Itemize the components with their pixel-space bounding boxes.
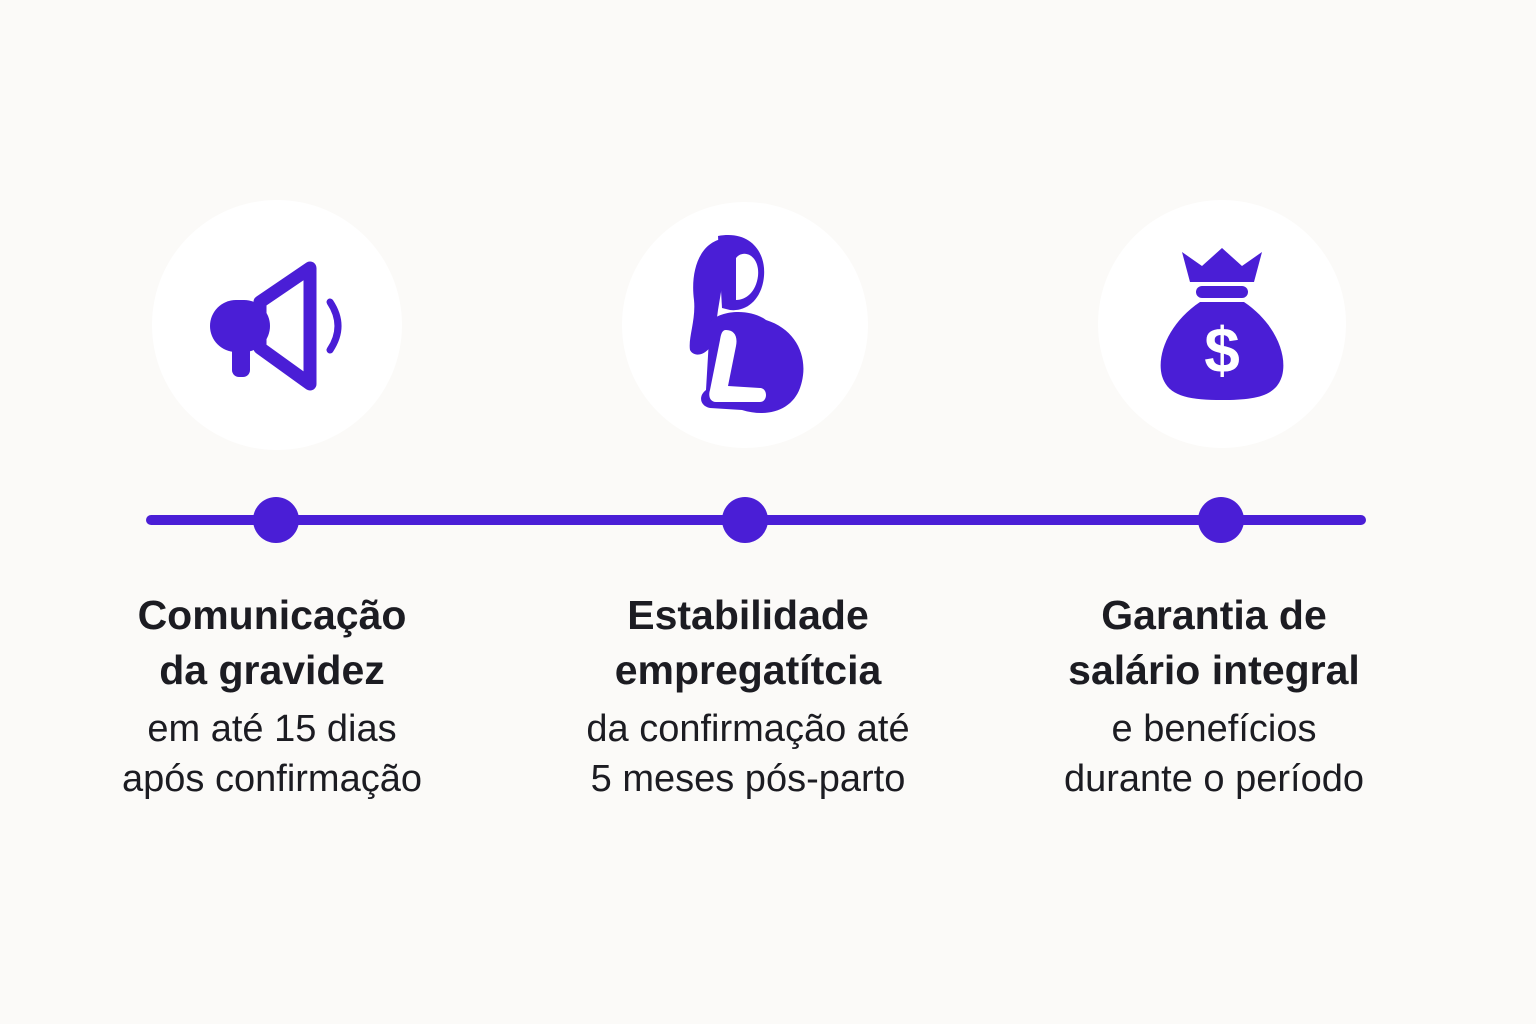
money-bag-icon: $ — [1160, 248, 1284, 400]
step-3-description: e benefícios durante o período — [994, 704, 1434, 804]
step-2-icon-circle — [622, 202, 868, 448]
step-2-desc-line-2: 5 meses pós-parto — [590, 758, 906, 800]
step-1-desc-line-1: em até 15 dias — [147, 708, 397, 750]
step-3-title-line-1: Garantia de — [1101, 592, 1327, 638]
step-2-desc-line-1: da confirmação até — [586, 708, 910, 750]
step-2-description: da confirmação até 5 meses pós-parto — [528, 704, 968, 804]
step-1-icon-circle — [152, 200, 402, 450]
timeline-node-2 — [722, 497, 768, 543]
step-3-title: Garantia de salário integral — [994, 588, 1434, 698]
step-2-title: Estabilidade empregatítcia — [528, 588, 968, 698]
step-3-icon-circle: $ — [1098, 200, 1346, 448]
megaphone-icon — [210, 261, 342, 391]
step-2-title-line-2: empregatítcia — [614, 647, 882, 693]
step-1-title-line-2: da gravidez — [159, 647, 385, 693]
step-3-title-line-2: salário integral — [1068, 647, 1360, 693]
timeline-node-1 — [253, 497, 299, 543]
step-1-desc-line-2: após confirmação — [122, 758, 422, 800]
step-3-desc-line-1: e benefícios — [1111, 708, 1317, 750]
step-3-text: Garantia de salário integral e benefício… — [994, 588, 1434, 804]
step-3-desc-line-2: durante o período — [1063, 758, 1364, 800]
step-1-title: Comunicação da gravidez — [52, 588, 492, 698]
step-2-text: Estabilidade empregatítcia da confirmaçã… — [528, 588, 968, 804]
step-1-title-line-1: Comunicação — [137, 592, 407, 638]
step-2-title-line-1: Estabilidade — [627, 592, 869, 638]
step-1-description: em até 15 dias após confirmação — [52, 704, 492, 804]
pregnant-woman-icon — [689, 235, 804, 414]
timeline-node-3 — [1198, 497, 1244, 543]
step-1-text: Comunicação da gravidez em até 15 dias a… — [52, 588, 492, 804]
svg-text:$: $ — [1204, 314, 1240, 386]
